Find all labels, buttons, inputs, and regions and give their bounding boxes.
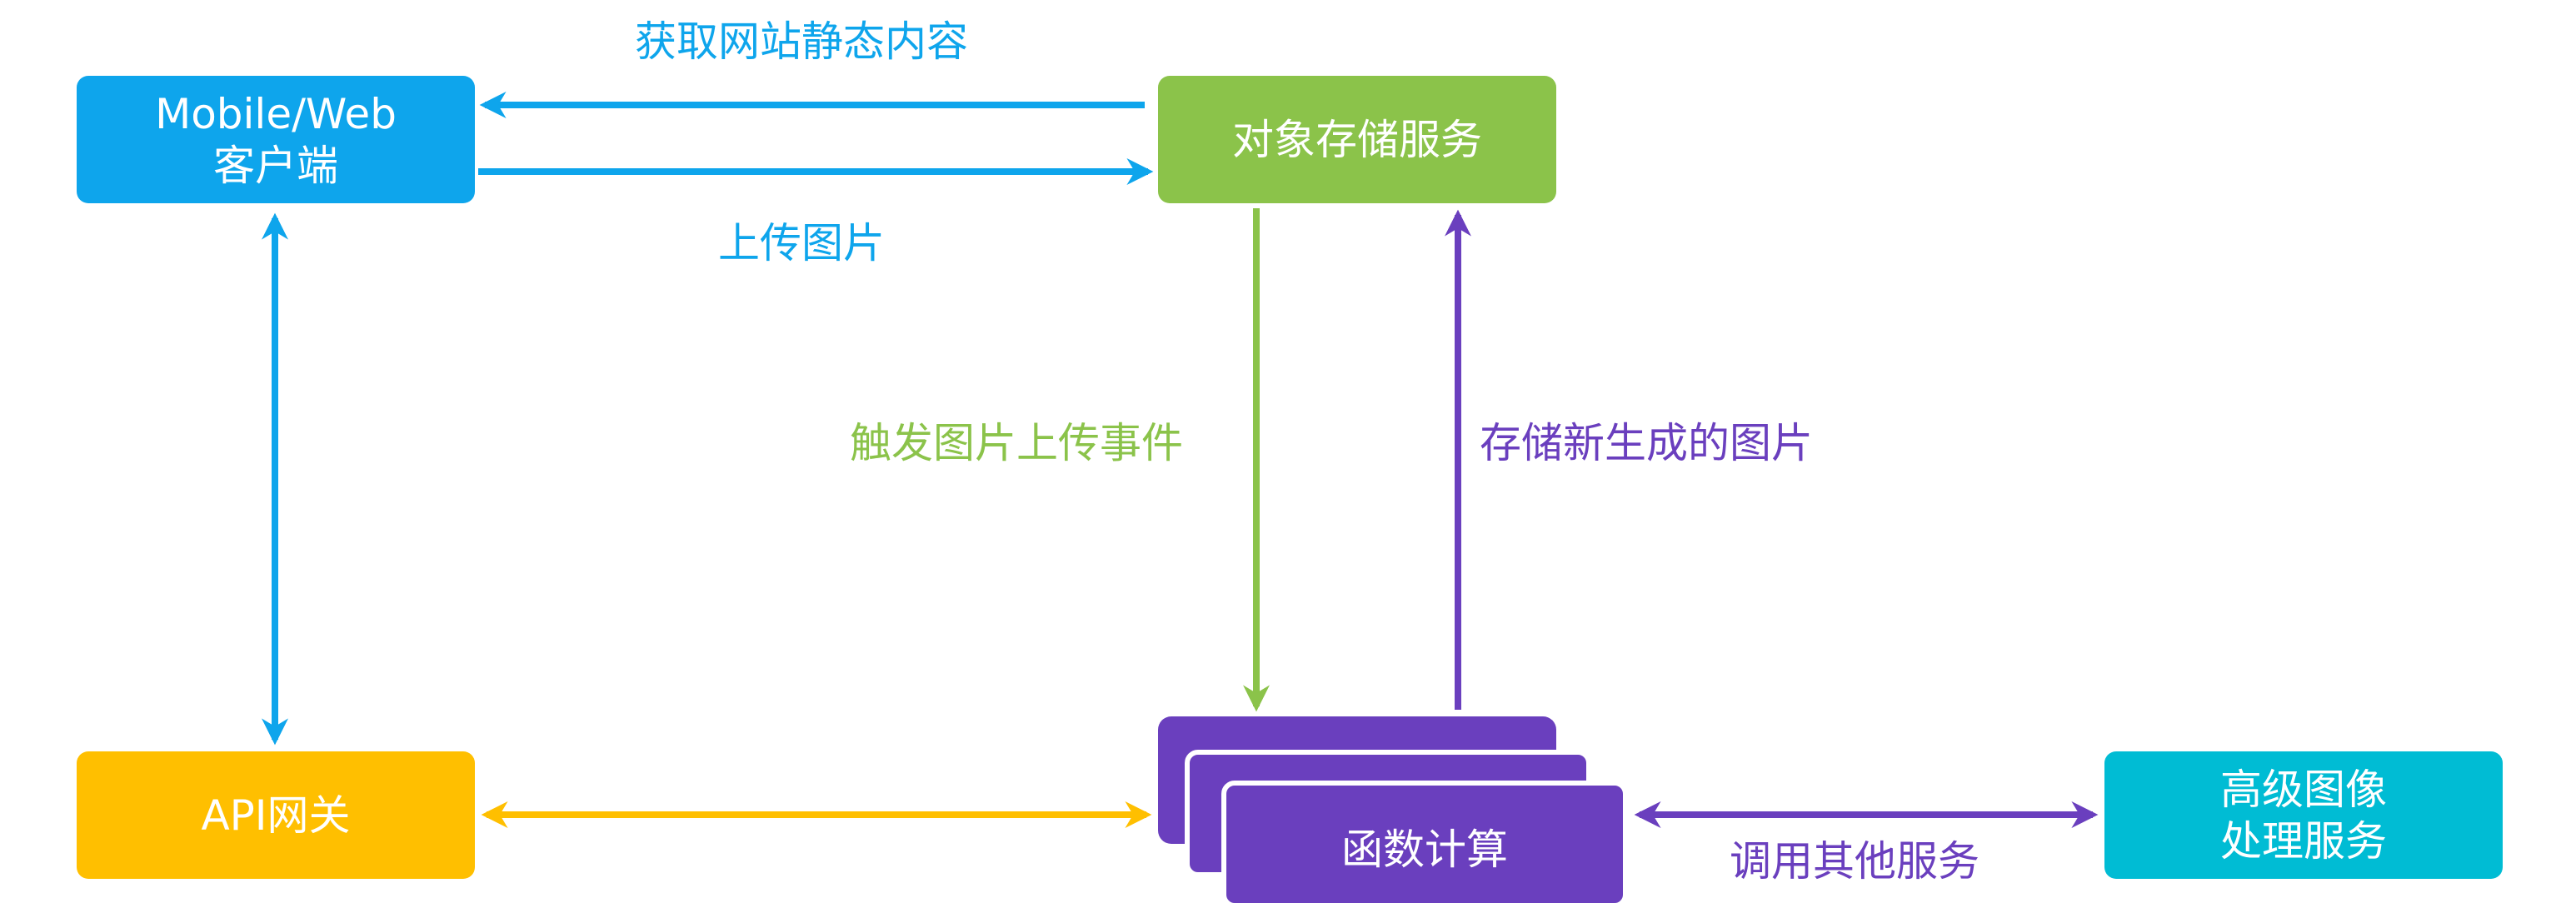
node-client-subtitle: 客户端 xyxy=(213,141,338,190)
node-image-title: 高级图像 xyxy=(2220,765,2387,814)
node-image-processing: 高级图像 处理服务 xyxy=(2104,751,2503,879)
node-mobile-web-client: Mobile/Web 客户端 xyxy=(77,76,475,203)
edge-label-trigger-event: 触发图片上传事件 xyxy=(850,419,1183,467)
node-object-storage: 对象存储服务 xyxy=(1158,76,1556,203)
node-api-gateway: API网关 xyxy=(77,751,475,879)
node-client-title: Mobile/Web xyxy=(155,89,397,138)
connector-layer xyxy=(262,92,2099,828)
node-storage-label: 对象存储服务 xyxy=(1232,115,1482,164)
node-image-subtitle: 处理服务 xyxy=(2220,816,2387,866)
node-compute-label: 函数计算 xyxy=(1341,826,1508,874)
edge-label-call-services: 调用其他服务 xyxy=(1730,837,1979,886)
node-gateway-label: API网关 xyxy=(201,791,351,840)
node-function-compute: 函数计算 xyxy=(1221,781,1628,908)
edge-label-fetch-content: 获取网站静态内容 xyxy=(635,17,968,66)
edge-label-upload-image: 上传图片 xyxy=(718,219,885,267)
edge-label-store-image: 存储新生成的图片 xyxy=(1480,419,1813,467)
